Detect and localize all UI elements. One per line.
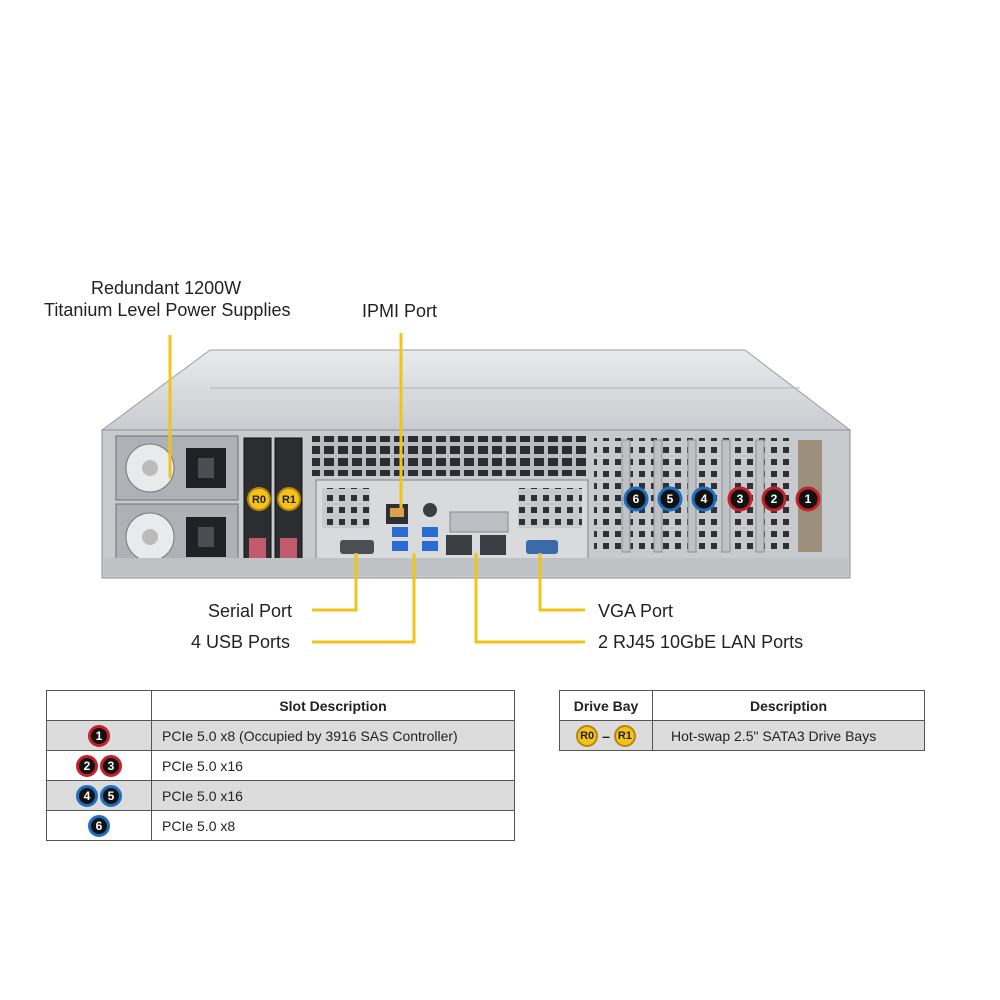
drive-bay-badges: R0 R1 [247, 487, 301, 511]
lan-ports [446, 511, 509, 555]
table-row: R0–R1 Hot-swap 2.5" SATA3 Drive Bays [559, 720, 925, 751]
slot-badge-6 [623, 486, 649, 512]
drive-bay-table: Drive Bay Description R0–R1 Hot-swap 2.5… [559, 690, 925, 751]
serial-port-label: Serial Port [208, 601, 293, 621]
lan-ports-label: 2 RJ45 10GbE LAN Ports [598, 632, 804, 652]
slot-desc: PCIe 5.0 x16 [151, 750, 515, 781]
drive-badge-r0: R0 [576, 724, 599, 747]
psu-label-line1: Redundant 1200W [91, 278, 242, 298]
power-supplies [115, 435, 239, 576]
slot-desc: PCIe 5.0 x8 [151, 810, 515, 841]
drive-table-header-bay: Drive Bay [559, 690, 653, 721]
serial-port [340, 540, 374, 554]
slot-badge-1 [795, 486, 821, 512]
slot-badge-4 [691, 486, 717, 512]
slot-badge: 2 [76, 754, 98, 777]
vga-port [526, 540, 558, 554]
slot-badge-6-text: 6 [633, 492, 640, 506]
slot-icons: 1 [46, 720, 152, 751]
table-row: 1 PCIe 5.0 x8 (Occupied by 3916 SAS Cont… [46, 720, 515, 751]
drive-badge-r1: R1 [613, 724, 636, 747]
slot-badge: 5 [100, 784, 122, 807]
slot-icons: 6 [46, 810, 152, 841]
slot-badge-2 [761, 486, 787, 512]
drive-table-header-row: Drive Bay Description [559, 690, 925, 721]
badge-r0-text: R0 [252, 494, 266, 506]
psu-label-line2: Titanium Level Power Supplies [44, 300, 291, 320]
drive-table-header-desc: Description [652, 690, 925, 721]
slot-badge: 6 [88, 814, 110, 837]
slot-badge-3 [727, 486, 753, 512]
usb-ports-label: 4 USB Ports [191, 632, 291, 652]
slot-table-header: Slot Description [151, 690, 515, 721]
drive-bay-desc: Hot-swap 2.5" SATA3 Drive Bays [652, 720, 925, 751]
badge-r1-text: R1 [282, 494, 296, 506]
badge-r0 [247, 487, 271, 511]
badge-r1 [277, 487, 301, 511]
slot-table-header-blank [46, 690, 152, 721]
drive-bay-icons: R0–R1 [559, 720, 653, 751]
callout-lines [168, 333, 585, 644]
vent-grille [312, 436, 586, 476]
slot-table-header-row: Slot Description [46, 690, 515, 721]
slot-badge: 1 [88, 724, 110, 747]
slot-desc: PCIe 5.0 x8 (Occupied by 3916 SAS Contro… [151, 720, 515, 751]
slot-badge: 3 [100, 754, 122, 777]
slot-desc: PCIe 5.0 x16 [151, 780, 515, 811]
slot-badge-4-text: 4 [701, 492, 708, 506]
ipmi-port-label: IPMI Port [362, 301, 438, 321]
slot-badge-1-text: 1 [805, 492, 812, 506]
chassis-top [100, 349, 852, 431]
usb-ports [392, 527, 438, 551]
slot-badge: 4 [76, 784, 98, 807]
slot-badges: 6 5 4 3 2 1 [623, 486, 821, 512]
slot-badge-5-text: 5 [667, 492, 674, 506]
slot-badge-5 [657, 486, 683, 512]
slot-badge-3-text: 3 [737, 492, 744, 506]
slot-badge-2-text: 2 [771, 492, 778, 506]
slot-description-table: Slot Description 1 PCIe 5.0 x8 (Occupied… [46, 690, 515, 841]
table-row: 6 PCIe 5.0 x8 [46, 810, 515, 841]
vga-port-label: VGA Port [598, 601, 674, 621]
drive-badge-separator: – [602, 727, 610, 744]
